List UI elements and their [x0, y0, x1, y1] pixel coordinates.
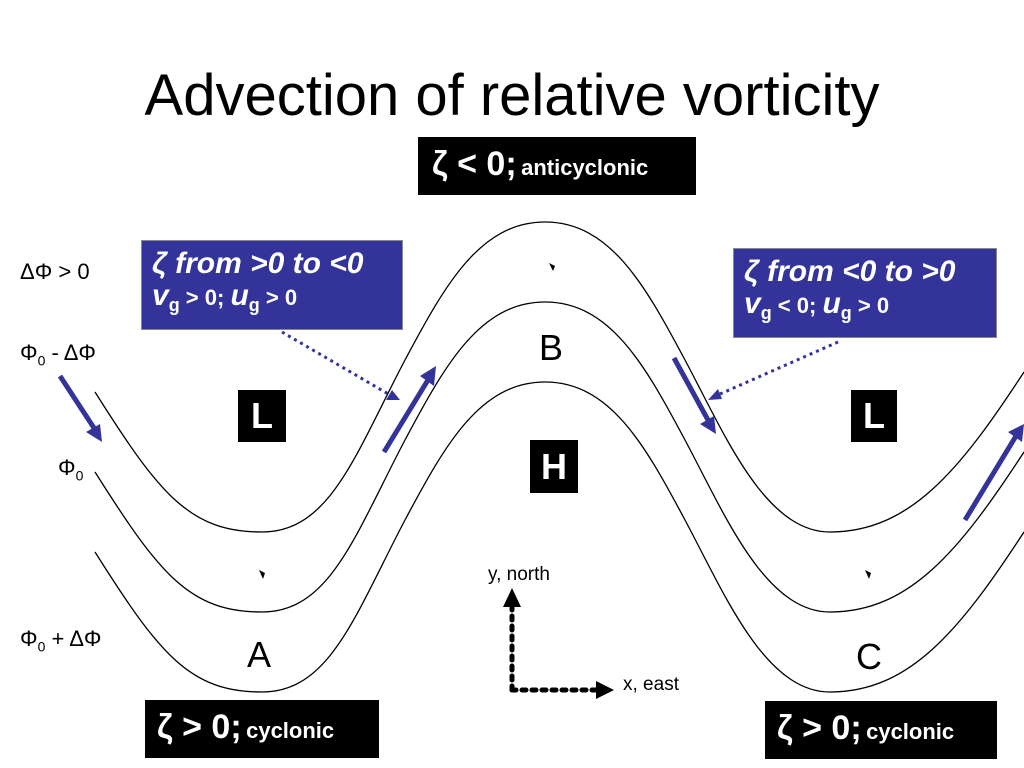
anticyclonic-label-box: ζ < 0; anticyclonic [418, 137, 696, 195]
note-left-heading: ζ from >0 to <0 [152, 247, 364, 280]
anticyclonic-text: anticyclonic [521, 155, 649, 180]
note-right-heading: ζ from <0 to >0 [744, 255, 956, 288]
zeta-positive-symbol: ζ > 0; [157, 708, 242, 746]
mark-b [549, 263, 555, 271]
zeta-negative-symbol: ζ < 0; [432, 145, 517, 183]
contour-label-upper: Φ0 - ΔΦ [20, 340, 96, 369]
cyclonic-label-box-right: ζ > 0; cyclonic [765, 701, 997, 759]
y-axis-label: y, north [488, 564, 550, 585]
x-axis-arrowhead [596, 681, 614, 699]
note-left: ζ from >0 to <0 vg > 0; ug > 0 [141, 240, 403, 330]
arrow-ridge-falling [671, 356, 711, 422]
arrow-upstream-left [57, 374, 97, 430]
contour-upper [94, 221, 1024, 533]
high-pressure-box: H [530, 440, 578, 493]
mark-a [259, 570, 265, 579]
mark-c [865, 570, 871, 579]
contour-label-middle: Φ0 [58, 455, 84, 484]
arrow-right-rising [962, 434, 1019, 522]
cyclonic-text: cyclonic [866, 719, 955, 744]
cyclonic-label-box-left: ζ > 0; cyclonic [145, 700, 379, 758]
point-label-b: B [539, 327, 564, 368]
coordinate-axes [503, 588, 614, 699]
contour-label-lower: Φ0 + ΔΦ [20, 626, 102, 655]
low-pressure-box-right: L [851, 390, 897, 442]
zeta-positive-symbol: ζ > 0; [777, 709, 862, 747]
y-axis-arrowhead [503, 588, 521, 607]
contour-lower [94, 381, 1024, 693]
note-right: ζ from <0 to >0 vg < 0; ug > 0 [733, 248, 997, 338]
note-right-winds: vg < 0; ug > 0 [744, 287, 890, 324]
low-pressure-box-left: L [238, 390, 286, 442]
note-left-winds: vg > 0; ug > 0 [152, 279, 298, 316]
slide-title: Advection of relative vorticity [144, 63, 880, 128]
delta-phi-label: ΔΦ > 0 [20, 259, 90, 284]
arrow-ridge-rising [381, 378, 431, 454]
cyclonic-text: cyclonic [246, 718, 335, 743]
contour-middle [94, 301, 1024, 613]
point-label-a: A [247, 634, 272, 675]
flow-arrows [57, 356, 1024, 522]
note-connectors [281, 330, 839, 400]
point-label-c: C [856, 636, 882, 677]
x-axis-label: x, east [623, 674, 679, 695]
